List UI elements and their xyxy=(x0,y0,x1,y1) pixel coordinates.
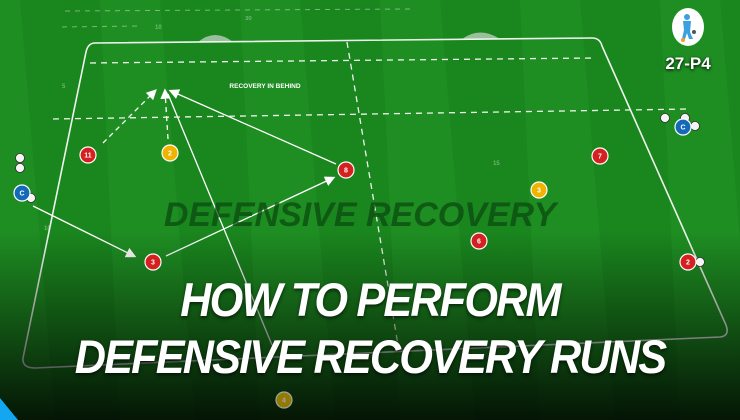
yellow-player-2-number: 2 xyxy=(168,151,172,158)
red-player-8-number: 8 xyxy=(344,168,348,175)
title-line-2: DEFENSIVE RECOVERY RUNS xyxy=(74,330,667,383)
red-player-11: 11 xyxy=(79,146,97,164)
red-player-7-number: 7 xyxy=(598,154,602,161)
red-player-2: 2 xyxy=(679,253,697,271)
marker-15: 15 xyxy=(493,161,500,167)
footballer-logo xyxy=(672,8,704,46)
coach-right: C xyxy=(674,118,692,136)
watermark-text: DEFENSIVE RECOVERY xyxy=(164,196,560,234)
yellow-player-3-number: 3 xyxy=(537,188,541,195)
coach-left: C xyxy=(13,184,31,202)
yellow-player-2: 2 xyxy=(161,144,179,162)
red-player-7: 7 xyxy=(591,147,609,165)
red-player-3-number: 3 xyxy=(151,260,155,267)
drill-code: 27-P4 xyxy=(665,54,711,73)
red-player-11-number: 11 xyxy=(84,153,92,160)
ball-icon xyxy=(695,257,705,267)
ball-icon xyxy=(15,163,25,173)
footballer-icon xyxy=(681,14,696,42)
yellow-player-4: 4 xyxy=(275,391,293,409)
red-player-3: 3 xyxy=(144,253,162,271)
accent-corner xyxy=(0,398,18,420)
balls xyxy=(15,113,705,267)
coach-right-number: C xyxy=(680,125,685,132)
red-player-2-number: 2 xyxy=(686,260,690,267)
yellow-player-3: 3 xyxy=(530,181,548,199)
coach-left-number: C xyxy=(19,191,24,198)
ball-icon xyxy=(690,121,700,131)
red-player-6-number: 6 xyxy=(477,239,481,246)
marker-10: 10 xyxy=(155,25,162,31)
red-player-6: 6 xyxy=(470,232,488,250)
players: 11 8 7 6 3 2 2 3 4 C C xyxy=(13,118,697,409)
section-label: RECOVERY IN BEHIND xyxy=(229,83,300,90)
yellow-player-4-number: 4 xyxy=(282,398,286,405)
red-player-8: 8 xyxy=(337,161,355,179)
ball-icon xyxy=(660,113,670,123)
title-line-1: HOW TO PERFORM xyxy=(180,273,561,326)
marker-30: 30 xyxy=(245,16,252,22)
marker-10b: 10 xyxy=(44,226,51,232)
ball-icon xyxy=(15,153,25,163)
